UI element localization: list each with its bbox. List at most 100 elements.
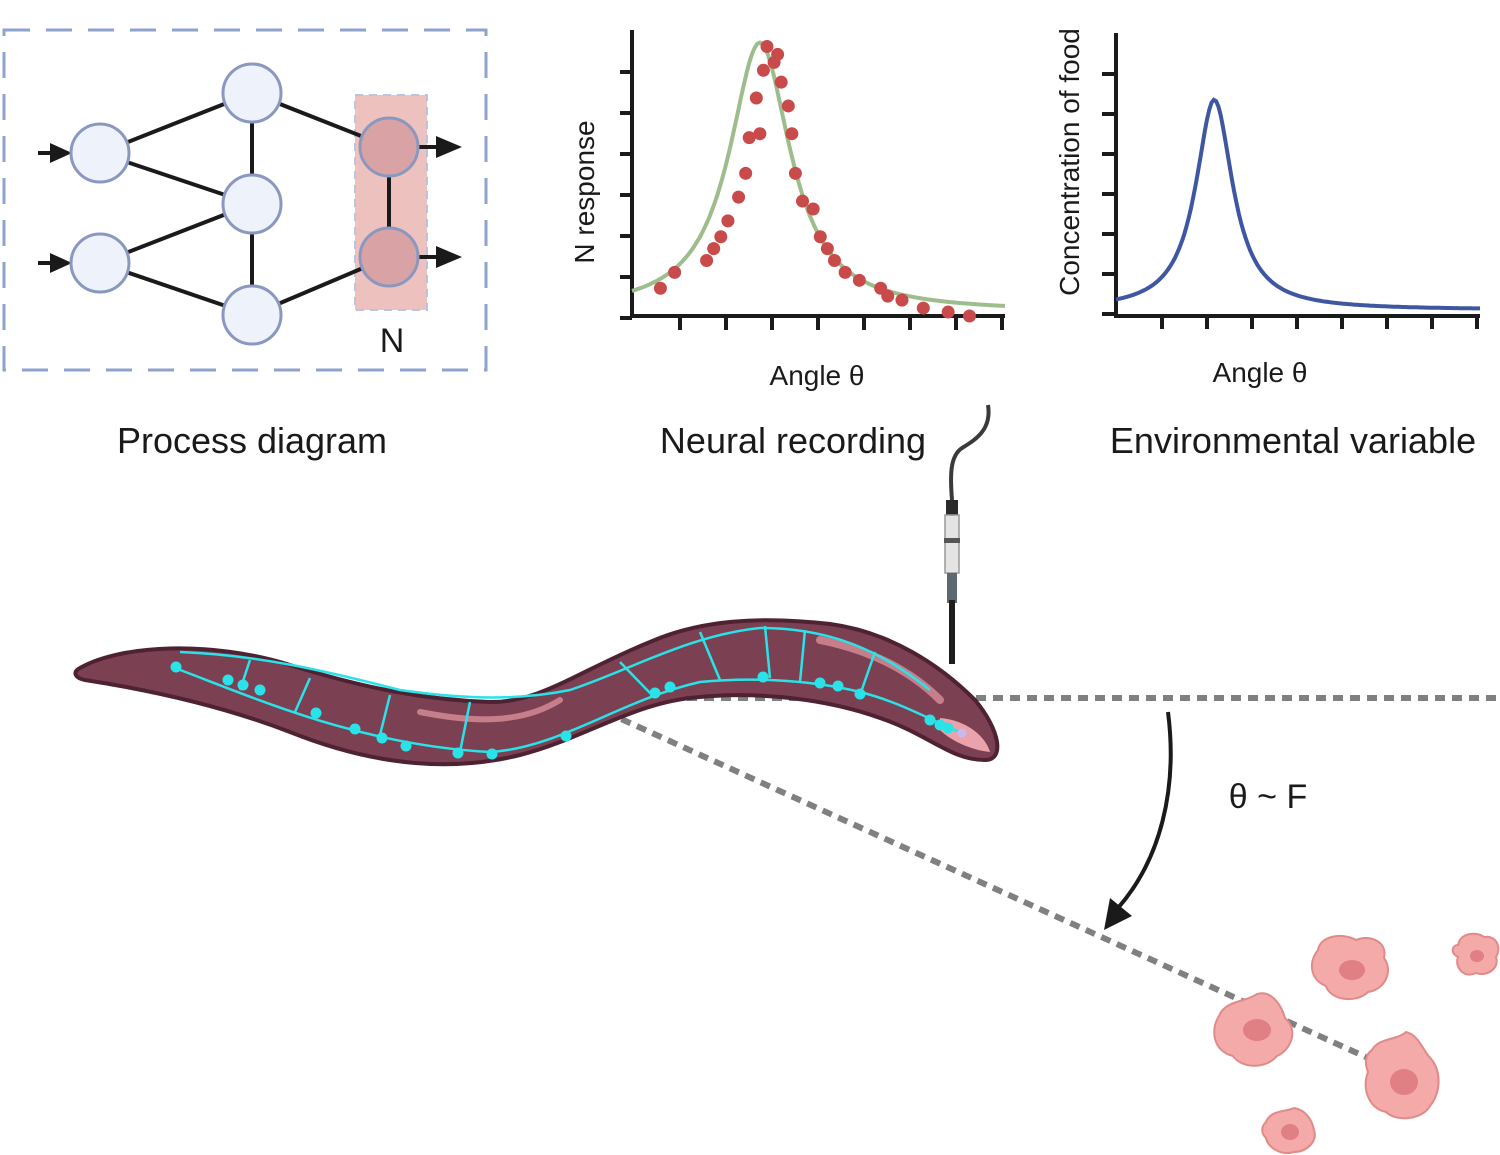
data-point — [895, 293, 909, 307]
data-point — [771, 47, 785, 61]
data-point — [753, 127, 767, 141]
neuron-dot — [664, 681, 676, 693]
neural-axes — [630, 30, 1005, 318]
output-arrows — [418, 136, 462, 268]
neuron-dot — [942, 722, 954, 734]
neuron-dot — [400, 740, 412, 752]
food-cell — [1261, 1106, 1316, 1154]
neuron-dot — [957, 728, 967, 738]
food-concentration-curve — [1115, 97, 1480, 311]
neural-fit-curve — [631, 40, 1006, 308]
neuron-dot — [310, 707, 322, 719]
data-point — [820, 242, 834, 256]
node-output-2 — [358, 226, 420, 288]
neuron-dot — [854, 688, 866, 700]
data-point — [881, 289, 895, 303]
diagram-nodes — [69, 62, 420, 346]
data-point — [739, 166, 753, 180]
input-arrows — [38, 143, 72, 273]
food-cells — [1213, 932, 1500, 1154]
electrode-connector-top — [946, 500, 958, 516]
neuron-dot — [237, 679, 249, 691]
data-point — [813, 230, 827, 244]
data-point — [668, 265, 682, 279]
neuron-dot — [832, 680, 844, 692]
neuron-dot — [170, 661, 182, 673]
neuron-dot — [486, 748, 498, 760]
neuron-dot — [560, 730, 572, 742]
neuron-dot — [757, 671, 769, 683]
env-y-label: Concentration of food — [1054, 28, 1085, 296]
data-point — [700, 254, 714, 268]
angle-indicator — [1104, 711, 1173, 930]
food-cell — [1364, 1030, 1440, 1120]
data-point — [962, 309, 976, 323]
neural-recording-chart: Angle θ N response — [569, 30, 1006, 391]
data-point — [721, 214, 735, 228]
neuron-dot — [649, 687, 661, 699]
node-input-1 — [69, 122, 131, 184]
data-point — [707, 242, 721, 256]
electrode-band — [944, 538, 960, 543]
electrode-connector-bottom — [947, 573, 957, 603]
node-hidden-2 — [221, 173, 283, 235]
data-point — [781, 99, 795, 113]
env-x-label: Angle θ — [1213, 357, 1308, 388]
neural-scatter-points — [653, 40, 976, 323]
data-point — [788, 166, 802, 180]
data-point — [742, 131, 756, 145]
food-cell — [1451, 932, 1500, 976]
neural-ticks — [620, 70, 1004, 330]
data-point — [916, 301, 930, 315]
electrode-probe — [949, 600, 955, 664]
environmental-variable-caption: Environmental variable — [1110, 420, 1476, 461]
data-point — [774, 75, 788, 89]
data-point — [941, 305, 955, 319]
env-axes — [1114, 33, 1480, 318]
environmental-chart: Angle θ Concentration of food — [1054, 28, 1480, 388]
worm-nerve-cord — [174, 625, 961, 754]
electrode-sleeve — [944, 514, 960, 574]
electrode — [944, 404, 991, 664]
data-point — [827, 254, 841, 268]
neural-y-label: N response — [569, 120, 600, 263]
node-output-1 — [358, 116, 420, 178]
neural-recording-caption: Neural recording — [660, 420, 926, 461]
neuron-dot — [222, 674, 234, 686]
process-diagram-caption: Process diagram — [117, 420, 387, 461]
food-cell — [1310, 934, 1389, 1001]
node-input-2 — [69, 232, 131, 294]
highlight-label: N — [380, 322, 405, 360]
node-hidden-1 — [221, 62, 283, 124]
angle-arc-arrow — [1116, 711, 1173, 910]
electrode-wire — [949, 404, 991, 501]
neuron-dot — [349, 723, 361, 735]
data-point — [760, 40, 774, 54]
neuron-dot — [814, 677, 826, 689]
data-point — [796, 194, 810, 208]
data-point — [732, 190, 746, 204]
arrow-icon — [50, 253, 72, 273]
reference-lines — [568, 695, 1500, 1081]
data-point — [785, 127, 799, 141]
neuron-dot — [254, 684, 266, 696]
process-diagram: N — [2, 28, 488, 372]
worm-neurons — [170, 661, 967, 760]
node-hidden-3 — [221, 284, 283, 346]
data-point — [756, 63, 770, 77]
worm-gut-highlight — [417, 697, 563, 723]
data-point — [714, 230, 728, 244]
data-point — [838, 265, 852, 279]
arrowhead-icon — [1104, 898, 1132, 930]
arrow-icon — [436, 136, 462, 158]
worm — [73, 618, 1000, 767]
data-point — [653, 281, 667, 295]
theta-relation-label: θ ~ F — [1229, 778, 1307, 816]
data-point — [749, 91, 763, 105]
neuron-dot — [924, 714, 936, 726]
food-cell — [1213, 992, 1294, 1067]
data-point — [806, 202, 820, 216]
data-point — [852, 273, 866, 287]
arrow-icon — [50, 143, 72, 163]
